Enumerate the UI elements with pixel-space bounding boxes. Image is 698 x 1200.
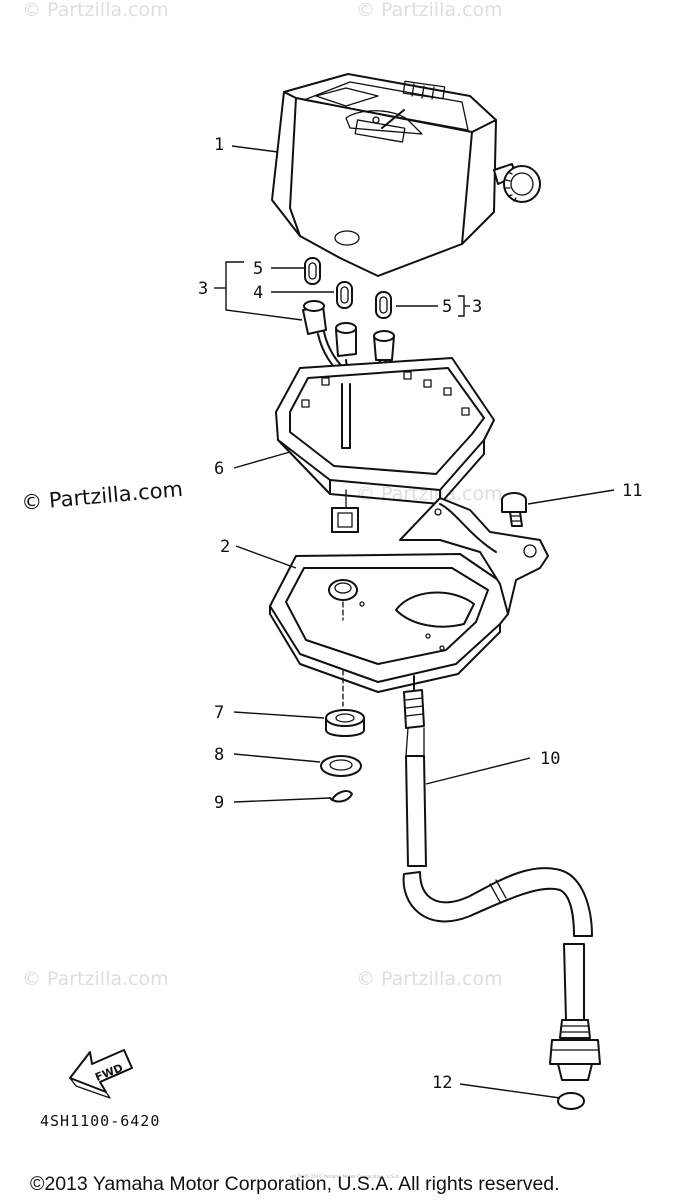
watermark-main: © Partzilla.com [20, 477, 184, 515]
fine-print: (c) 2005-2016 Yamaha Motor Corporation, … [290, 1174, 400, 1180]
callout-4: 4 [253, 283, 263, 303]
callout-7: 7 [214, 703, 224, 723]
callout-10: 10 [540, 749, 560, 769]
watermark-bottom-center: © Partzilla.com [356, 968, 503, 990]
o-ring [557, 1092, 585, 1110]
callout-6: 6 [214, 459, 224, 479]
callout-9: 9 [214, 793, 224, 813]
clip [329, 790, 353, 803]
group-bracket-3-right [458, 295, 470, 317]
group-bracket-3 [214, 261, 303, 321]
callout-12: 12 [432, 1073, 452, 1093]
diagram-code: 4SH1100-6420 [40, 1112, 160, 1130]
callout-8: 8 [214, 745, 224, 765]
bulb-4 [336, 281, 353, 309]
callout-1: 1 [214, 135, 224, 155]
grommet [325, 601, 365, 737]
leader-lines [231, 145, 615, 1099]
washer [320, 755, 362, 777]
callout-3-right: 3 [472, 297, 482, 317]
meter-case [269, 497, 549, 693]
bulb-sockets [302, 300, 395, 385]
callout-3-left: 3 [198, 279, 208, 299]
callout-11: 11 [622, 481, 642, 501]
bulb-5-right [375, 291, 392, 319]
fwd-arrow-icon: FWD [69, 1049, 133, 1099]
speedometer-cable [402, 675, 601, 1081]
bolt [501, 492, 527, 527]
copyright-notice: ©2013 Yamaha Motor Corporation, U.S.A. A… [30, 1173, 560, 1195]
meter-assembly [271, 73, 541, 277]
watermark-bottom-left: © Partzilla.com [22, 968, 169, 990]
watermark-top-left: © Partzilla.com [22, 0, 169, 21]
callout-5-right: 5 [442, 297, 452, 317]
watermark-top-right: © Partzilla.com [356, 0, 503, 21]
callout-2: 2 [220, 537, 230, 557]
callout-5-left: 5 [253, 259, 263, 279]
bulb-5-left [304, 257, 321, 285]
